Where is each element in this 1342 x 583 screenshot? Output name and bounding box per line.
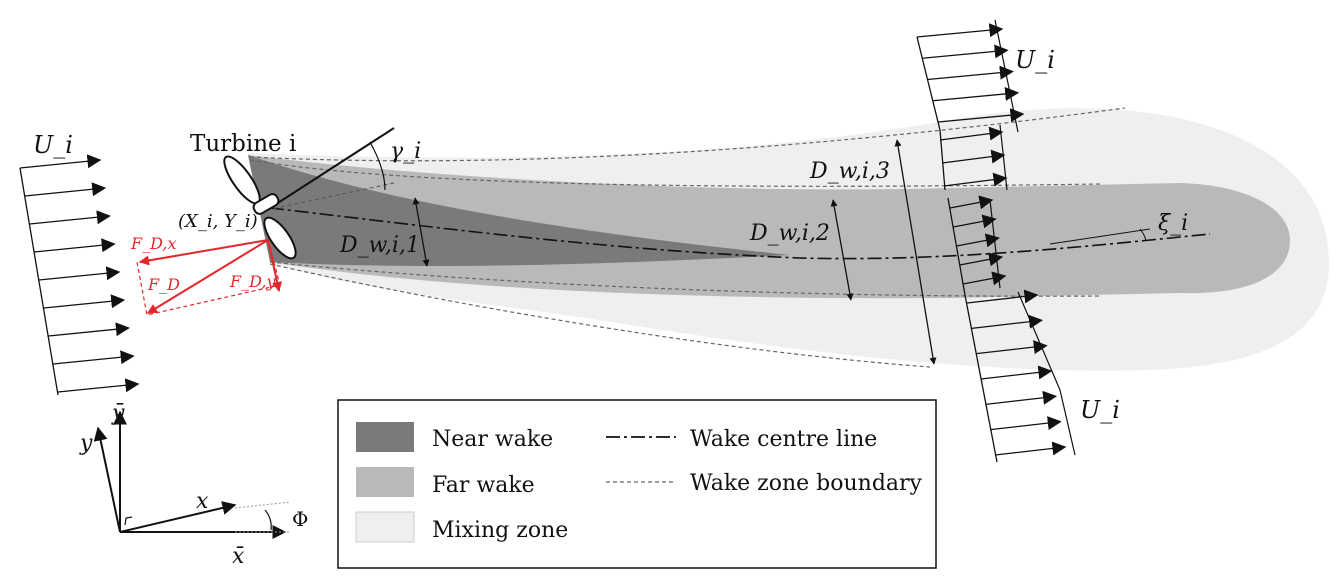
force-fdx-label: F_D,x	[130, 234, 176, 253]
inflow-arrow-right	[937, 108, 1025, 123]
inflow-arrow-right	[922, 44, 1009, 59]
inflow-arrow-right	[980, 365, 1053, 380]
inflow-arrow-right	[916, 23, 1004, 38]
inflow-arrow-right	[932, 86, 1020, 102]
inflow-arrow-right	[953, 214, 997, 229]
coordinate-axes	[93, 410, 291, 539]
wake-width-d2-label: D_w,i,2	[749, 221, 830, 246]
wake-centre-line	[269, 207, 1211, 260]
yaw-angle-arc	[369, 141, 386, 191]
legend-swatch-far-wake	[356, 467, 414, 497]
legend-mixing-zone-label: Mixing zone	[432, 518, 568, 543]
inflow-label-right-bottom: U_i	[1080, 396, 1120, 424]
near-wake-region	[248, 155, 790, 266]
legend-far-wake-label: Far wake	[432, 473, 535, 498]
legend-near-wake-label: Near wake	[432, 427, 553, 452]
axis-x-label: x	[196, 489, 209, 514]
turbine-rotor-icon	[223, 155, 297, 260]
inflow-arrow-right	[966, 289, 1039, 304]
deflection-angle-arc	[1139, 228, 1147, 242]
inflow-arrow-right	[976, 340, 1048, 355]
inflow-arrow-right	[943, 172, 1008, 187]
deflection-angle-label: ξ_i	[1158, 211, 1188, 236]
force-fd-label: F_D	[147, 275, 180, 294]
inflow-arrow-left	[24, 182, 107, 197]
yaw-angle-label: γ_i	[390, 139, 421, 164]
inflow-arrows-right	[916, 23, 1067, 456]
legend-swatch-near-wake	[356, 422, 414, 452]
inflow-arrow-right	[956, 233, 1000, 248]
inflow-arrow-left	[29, 210, 111, 225]
inflow-label-right-top: U_i	[1015, 46, 1055, 74]
inflow-arrow-right	[941, 149, 1006, 164]
inflow-arrow-left	[43, 294, 126, 309]
inflow-arrow-left	[57, 378, 140, 393]
inflow-arrow-right	[985, 390, 1058, 405]
wake-width-d1	[412, 197, 430, 267]
yaw-line	[266, 127, 395, 211]
wake-width-d1-label: D_w,i,1	[339, 233, 420, 258]
legend-boundary-label: Wake zone boundary	[690, 471, 923, 496]
inflow-envelope-right	[989, 19, 1076, 456]
inflow-arrow-right	[949, 195, 994, 210]
axis-ybar-label: ȳ	[111, 401, 125, 426]
inflow-arrows-left	[19, 154, 140, 393]
force-fdy-label: F_D,y	[229, 272, 276, 291]
inflow-arrow-left	[19, 154, 102, 169]
axis-y-label: y	[79, 431, 93, 456]
legend: Near wake Far wake Mixing zone Wake cent…	[337, 399, 937, 569]
inflow-label-left: U_i	[33, 131, 73, 159]
inflow-arrow-right	[959, 252, 1004, 267]
legend-centre-line-label: Wake centre line	[690, 427, 877, 452]
legend-swatch-mixing-zone	[355, 511, 415, 543]
inflow-arrow-left	[34, 238, 116, 253]
inflow-arrow-right	[939, 126, 1004, 141]
inflow-arrow-left	[38, 266, 121, 281]
wake-width-d3-label: D_w,i,3	[809, 159, 890, 184]
inflow-arrow-right	[927, 65, 1014, 81]
deflection-reference-line	[1049, 228, 1151, 245]
wake-width-d2	[830, 199, 854, 301]
drag-force-vectors	[136, 239, 282, 316]
inflow-arrow-right	[990, 416, 1062, 431]
wake-zone-boundary	[249, 107, 1126, 368]
turbine-position-label: (X_i, Y_i)	[178, 211, 258, 232]
axis-phi-label: Φ	[292, 507, 308, 531]
axis-xbar-label: x̄	[232, 544, 245, 569]
inflow-arrow-left	[48, 322, 130, 337]
turbine-label: Turbine i	[190, 131, 296, 157]
inflow-arrow-right	[962, 271, 1007, 286]
inflow-arrow-right	[971, 314, 1044, 329]
inflow-arrow-right	[994, 441, 1067, 456]
inflow-arrow-left	[53, 350, 135, 365]
yaw-reference-line	[266, 182, 395, 211]
inflow-profile-left	[19, 167, 59, 396]
wake-width-d3	[894, 139, 937, 365]
